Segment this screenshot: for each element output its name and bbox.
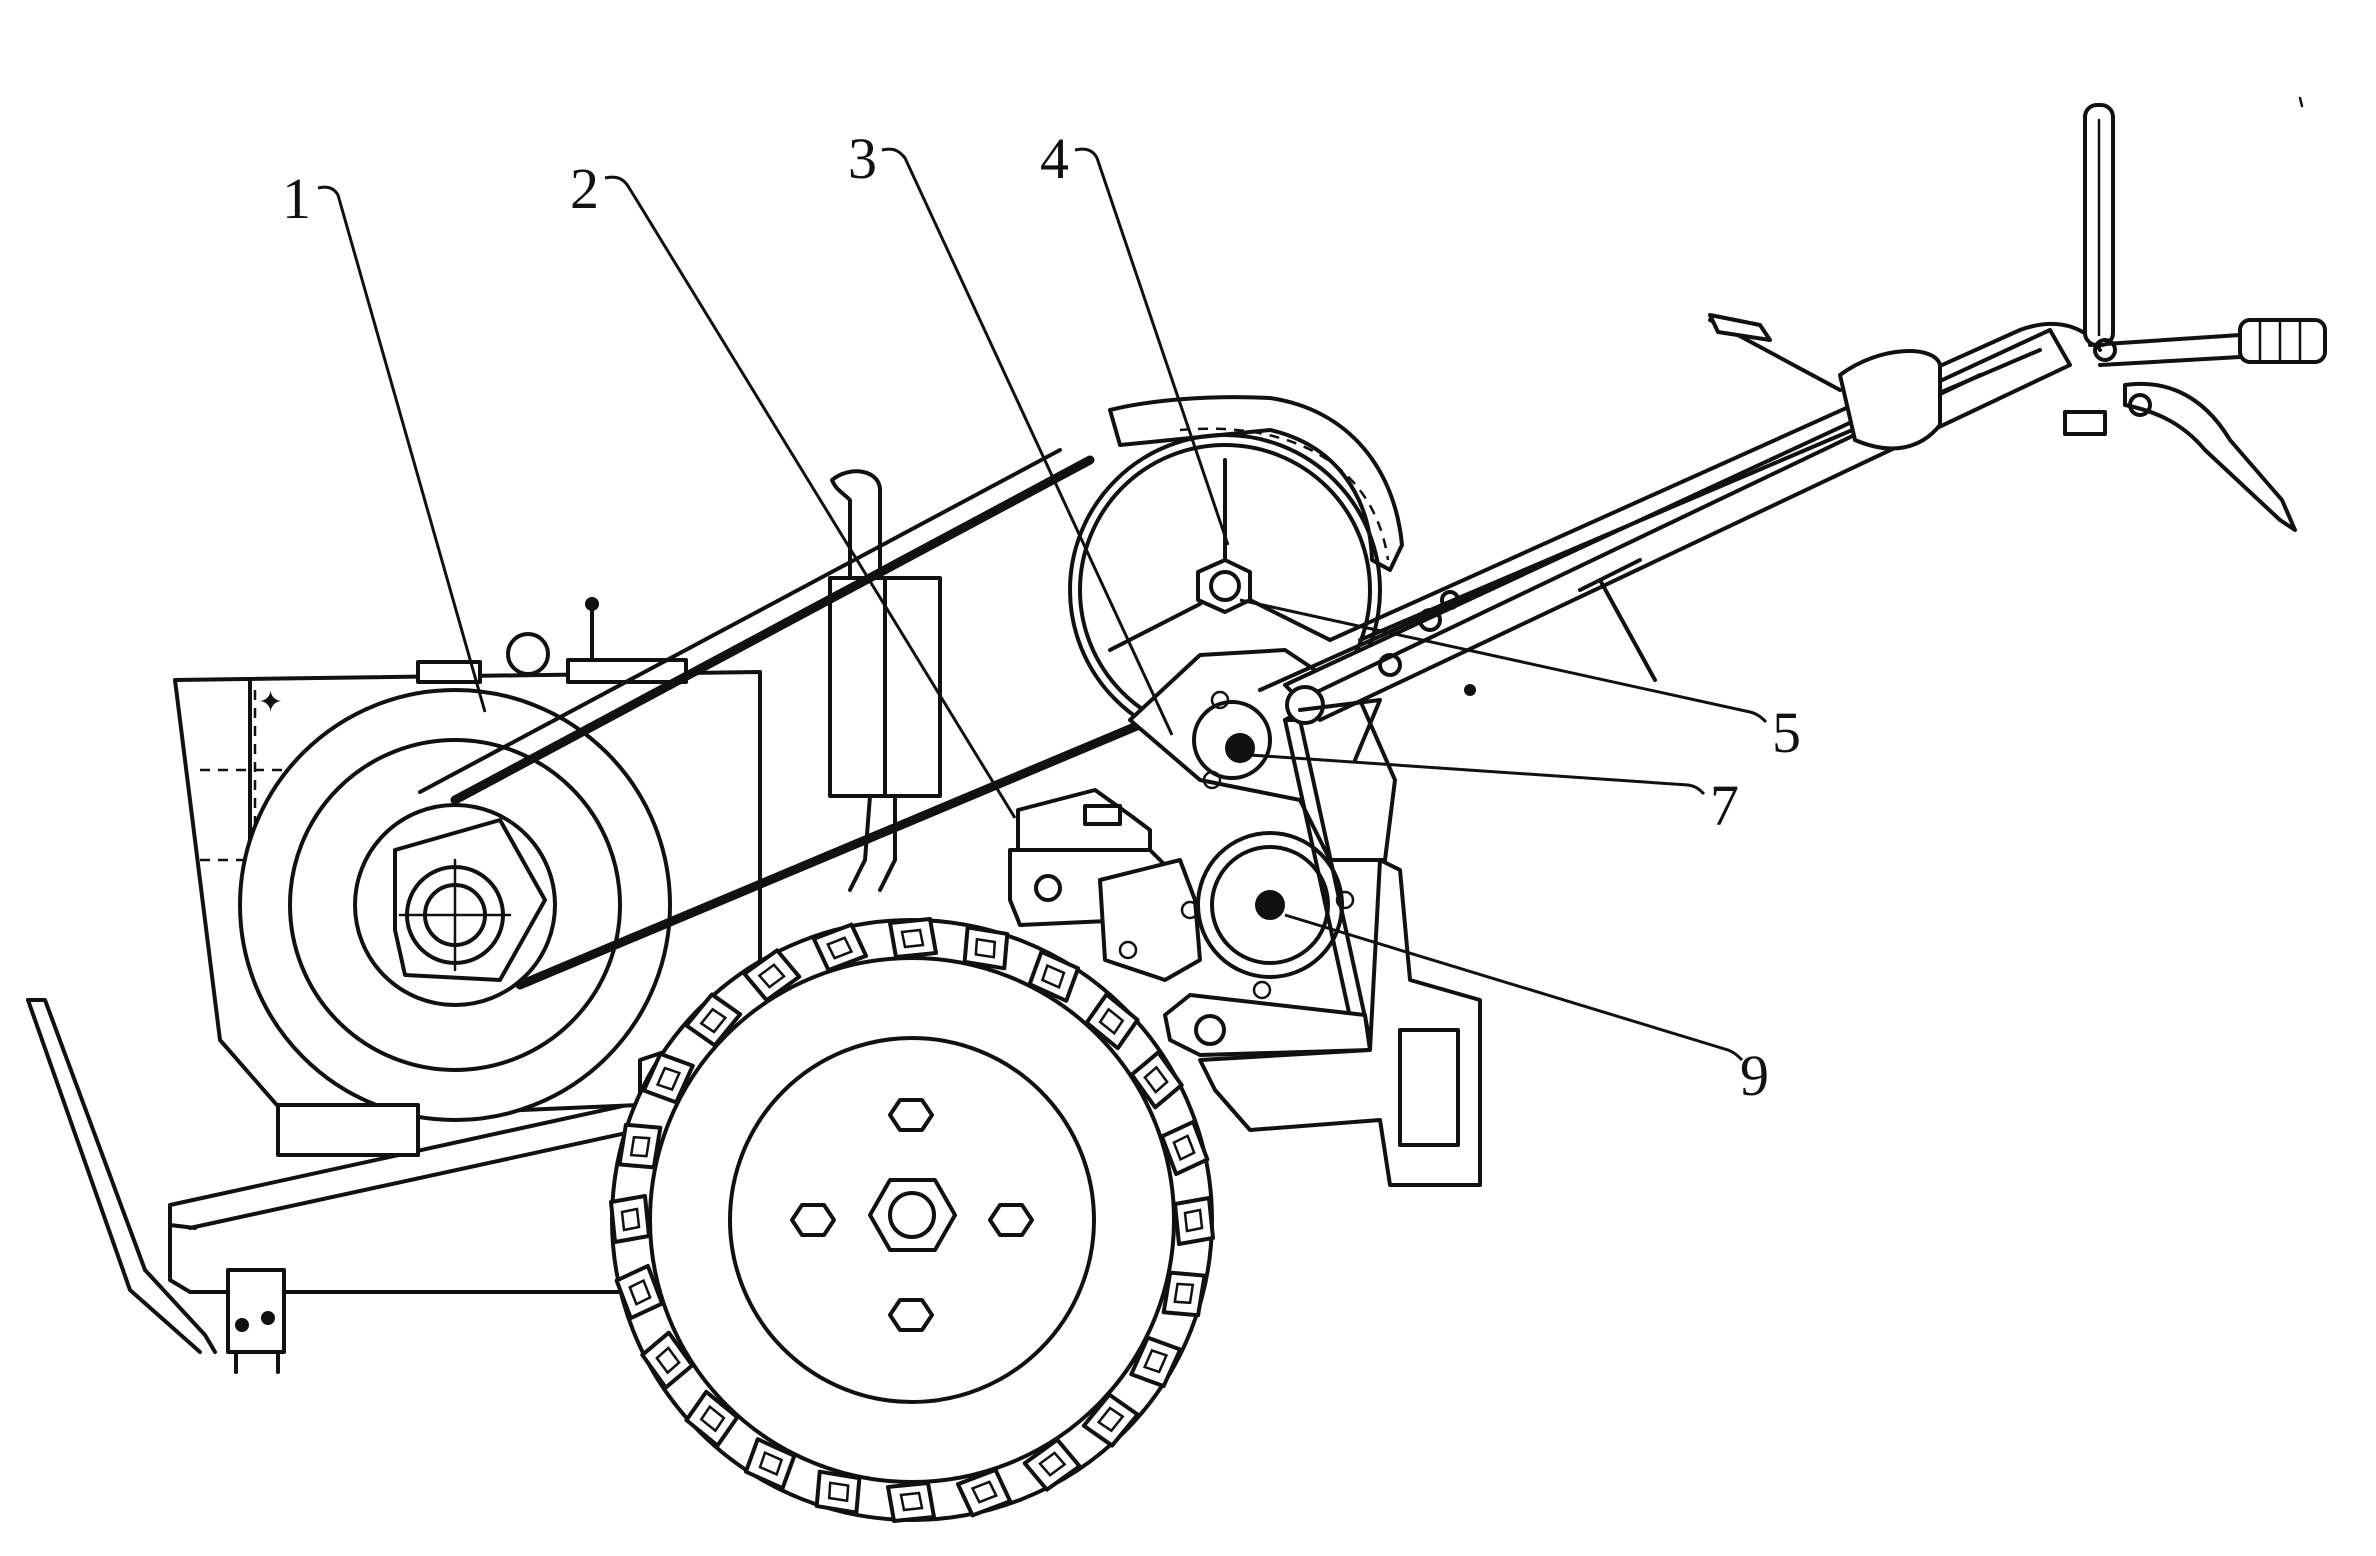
tire-lug-inner — [758, 1450, 784, 1477]
callout-3: 3 — [848, 126, 877, 191]
tire-lug — [640, 1330, 695, 1390]
tire-lug-inner — [629, 1135, 651, 1158]
tire-lug — [1022, 1437, 1082, 1492]
engine-assembly: ✦ ✦ — [173, 597, 762, 1157]
tire-lug — [1173, 1196, 1215, 1246]
tire-lug — [1129, 1335, 1183, 1389]
tire-lug — [617, 1122, 663, 1170]
tire-lug — [609, 1194, 651, 1244]
tire-lug-inner — [620, 1207, 641, 1232]
tire-lug — [743, 1437, 797, 1491]
callout-group: 1 2 3 4 5 7 9 — [282, 126, 1801, 1108]
tire-lug-inner — [900, 928, 925, 949]
tire-lug-inner — [1172, 1134, 1196, 1162]
tire-lug-inner — [826, 936, 854, 960]
tire-lug — [1084, 992, 1140, 1051]
tire-lug-inner — [628, 1278, 652, 1306]
tire-lug-inner — [655, 1346, 681, 1375]
tire-lug — [1129, 1050, 1184, 1110]
tire-lug — [888, 917, 938, 959]
callout-2: 2 — [570, 156, 599, 221]
tire-lug — [955, 1467, 1013, 1518]
tire-lug-inner — [1040, 963, 1066, 990]
tire-lug — [684, 992, 743, 1048]
callout-4: 4 — [1040, 126, 1069, 191]
callout-7: 7 — [1710, 773, 1739, 838]
tire-lug — [1027, 949, 1081, 1003]
handlebar-assembly — [1258, 103, 2327, 762]
tire-lug — [886, 1481, 936, 1523]
tire-lug — [814, 1469, 862, 1515]
exhaust-muffler — [828, 469, 942, 892]
tire-lug — [962, 925, 1010, 971]
tire-lug-inner — [1142, 1348, 1169, 1374]
tire-lug — [641, 1051, 695, 1105]
tire-lugs — [609, 917, 1215, 1523]
tire-lug-inner — [699, 1404, 726, 1433]
svg-text:✦: ✦ — [258, 686, 283, 719]
tire-lug-inner — [1183, 1208, 1204, 1233]
tire-lug-inner — [1038, 1451, 1067, 1477]
tire-lug-inner — [974, 937, 997, 959]
tire-lug — [1159, 1119, 1210, 1177]
tire-lug-inner — [1096, 1406, 1125, 1433]
callout-9: 9 — [1740, 1043, 1769, 1108]
tire-lug — [811, 922, 869, 973]
tire-lug — [742, 948, 802, 1003]
tire-lug-inner — [1143, 1065, 1169, 1094]
gearbox-transmission — [1008, 648, 1482, 1187]
tire-lug — [614, 1263, 665, 1321]
tire-lug-inner — [899, 1491, 924, 1512]
drive-belt — [418, 448, 1180, 990]
tire-lug — [1081, 1392, 1140, 1448]
tire-lug-inner — [655, 1066, 682, 1092]
scan-mark — [2298, 96, 2304, 108]
tire-lug-inner — [970, 1480, 998, 1504]
tire-lug-inner — [827, 1481, 850, 1503]
callout-5: 5 — [1772, 700, 1801, 765]
tire-lug-inner — [1173, 1282, 1195, 1305]
tire-lug-inner — [699, 1007, 728, 1034]
tire-lug-inner — [1098, 1007, 1125, 1036]
tire-lug-inner — [757, 963, 786, 989]
front-bumper-frame — [26, 998, 662, 1374]
tire-lug — [684, 1389, 740, 1448]
tire-lug — [1161, 1270, 1207, 1318]
callout-1: 1 — [282, 166, 311, 231]
